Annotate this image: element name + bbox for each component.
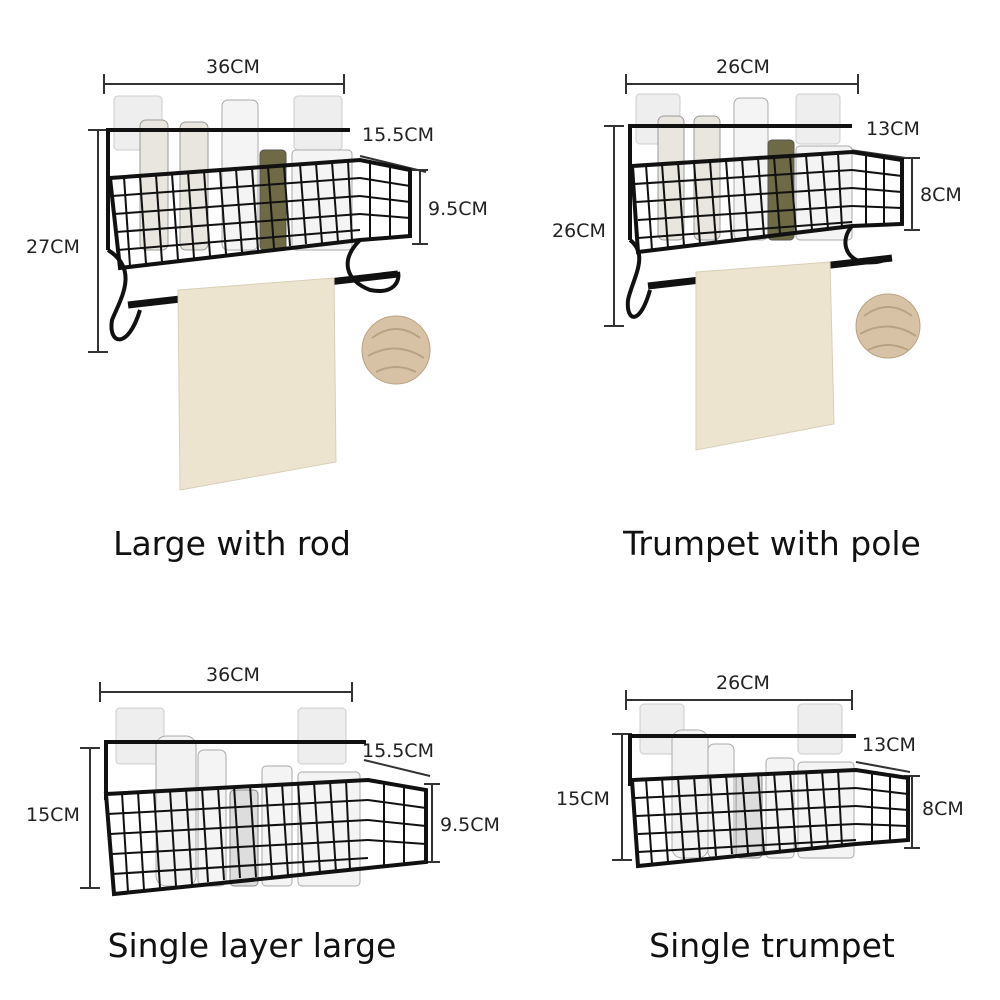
height-dimension-label: 26CM: [552, 220, 606, 242]
width-dimension-label: 36CM: [206, 664, 260, 686]
height-dimension-label: 27CM: [26, 236, 80, 258]
depth-dimension-label: 15.5CM: [362, 740, 434, 762]
product-caption: Large with rod: [113, 524, 351, 563]
basket-height-dimension-label: 9.5CM: [428, 198, 488, 220]
shelf-large-with-rod-illustration: [88, 74, 431, 491]
shelf-single-trumpet-illustration: [612, 690, 920, 869]
height-dimension-label: 15CM: [556, 788, 610, 810]
width-dimension-label: 26CM: [716, 56, 770, 78]
product-caption: Single layer large: [107, 926, 397, 965]
product-caption: Single trumpet: [649, 926, 895, 965]
depth-dimension-label: 13CM: [866, 118, 920, 140]
basket-height-dimension-label: 8CM: [920, 184, 962, 206]
width-dimension-label: 26CM: [716, 672, 770, 694]
shelf-single-layer-large-illustration: [80, 682, 440, 897]
shelf-trumpet-with-pole-illustration: [604, 74, 921, 451]
depth-dimension-label: 13CM: [862, 734, 916, 756]
product-single-layer-large: 36CM 15CM 15.5CM 9.5CM Single layer larg…: [0, 600, 500, 1000]
basket-height-dimension-label: 8CM: [922, 798, 964, 820]
product-trumpet-with-pole: 26CM 26CM 13CM 8CM Trumpet with pole: [500, 0, 1000, 600]
basket-height-dimension-label: 9.5CM: [440, 814, 500, 836]
product-single-trumpet: 26CM 15CM 13CM 8CM Single trumpet: [500, 600, 1000, 1000]
product-large-with-rod: 36CM 27CM 15.5CM 9.5CM Large with rod: [0, 0, 500, 600]
depth-dimension-label: 15.5CM: [362, 124, 434, 146]
height-dimension-label: 15CM: [26, 804, 80, 826]
product-caption: Trumpet with pole: [623, 524, 921, 563]
width-dimension-label: 36CM: [206, 56, 260, 78]
